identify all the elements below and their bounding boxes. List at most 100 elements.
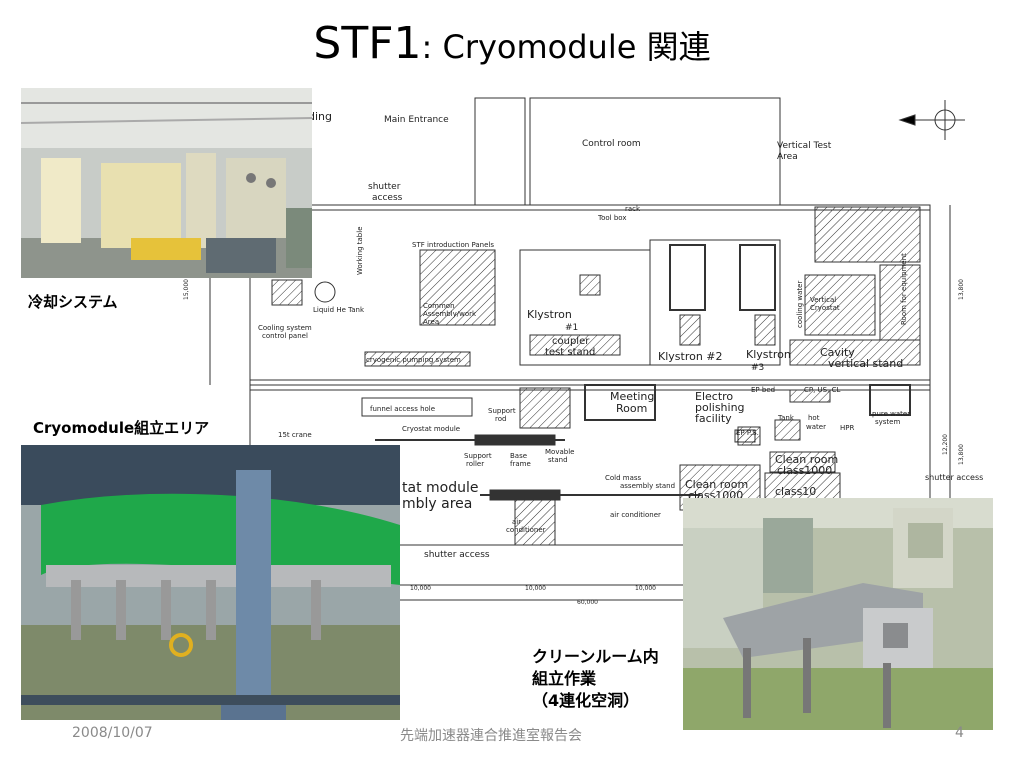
- caption-assembly-area: Cryomodule組立エリア: [33, 419, 210, 437]
- page-number: 4: [955, 725, 964, 741]
- caption-cleanroom-line-1: クリーンルーム内: [532, 647, 659, 666]
- label-cavity-1: Cavity: [820, 346, 855, 359]
- label-coupler-2: test stand: [545, 347, 595, 358]
- title-rest: : Cryomodule 関連: [421, 28, 711, 66]
- label-aircon-2: conditioner: [506, 526, 546, 534]
- label-hot-1: hot: [808, 414, 820, 422]
- label-area-2: mbly area: [402, 496, 472, 512]
- label-support-roller-1: Support: [464, 452, 492, 460]
- label-control-room: Control room: [582, 139, 641, 149]
- funnel-access-box: [361, 397, 473, 417]
- label-pure-water-2: system: [875, 418, 900, 426]
- label-vcryostat-2: Cryostat: [810, 304, 840, 312]
- label-area-1: tat module: [402, 480, 478, 496]
- label-vertical-test-1: Vertical Test: [777, 141, 832, 151]
- label-cooling-water: cooling water: [796, 281, 804, 328]
- label-cooling-control-2: control panel: [262, 332, 308, 340]
- label-coupler-1: coupler: [552, 336, 590, 347]
- label-stf-panels: STF introduction Panels: [412, 241, 494, 249]
- label-dim-right-1: 13,800: [958, 279, 965, 300]
- label-main-entrance: Main Entrance: [384, 115, 449, 125]
- floor-plan-drawing: ding Main Entrance Control room Vertical…: [183, 97, 983, 606]
- label-class10: class10: [775, 485, 816, 498]
- label-tank: Tank: [777, 414, 795, 422]
- label-dim-a: 10,000: [410, 585, 431, 592]
- caption-cooling: 冷却システム: [28, 293, 118, 311]
- label-shutter-bottom: shutter access: [424, 550, 490, 560]
- label-clean-small-1: Clean room: [775, 453, 838, 466]
- label-support-rod-2: rod: [495, 415, 506, 423]
- label-shutter-top-1: shutter: [368, 182, 401, 192]
- label-aircon-1: air: [512, 518, 521, 526]
- label-movable-1: Movable: [545, 448, 574, 456]
- label-cavity-2: vertical stand: [828, 357, 903, 370]
- label-vcryostat-1: Vertical: [810, 296, 836, 304]
- label-cryostat-module: Cryostat module: [402, 425, 460, 433]
- label-cold-mass-1: Cold mass: [605, 474, 642, 482]
- label-common-2: Assembly/work: [423, 310, 477, 318]
- caption-cleanroom: クリーンルーム内 組立作業 （4連化空洞）: [532, 646, 659, 712]
- label-meeting-2: Room: [616, 402, 647, 415]
- label-hot-2: water: [806, 423, 826, 431]
- label-shutter-right: shutter access: [925, 473, 983, 482]
- common-assembly-hatch: [419, 249, 496, 326]
- footer-center: 先端加速器連合推進室報告会: [400, 728, 582, 744]
- footer-date: 2008/10/07: [72, 725, 153, 741]
- control-room-box: [529, 97, 781, 206]
- label-cryogenic-pumping: cryogenic pumping system: [366, 356, 461, 364]
- meeting-room-box: [584, 384, 656, 421]
- label-tool-box: Tool box: [597, 214, 626, 222]
- label-clean-large-1: Clean room: [685, 478, 748, 491]
- label-dim-c: 10,000: [635, 585, 656, 592]
- label-base-frame-1: Base: [510, 452, 527, 460]
- label-movable-2: stand: [548, 456, 568, 464]
- label-electro-2: polishing: [695, 401, 745, 414]
- label-dim-total: 60,000: [577, 599, 598, 606]
- label-common-3: Area: [423, 318, 439, 326]
- label-electro-1: Electro: [695, 390, 733, 403]
- liquid-he-tank-circle: [314, 281, 336, 303]
- title-main: STF1: [313, 18, 422, 69]
- label-klystron-3: Klystron: [746, 348, 791, 361]
- label-liquid-he: Liquid He Tank: [313, 306, 365, 314]
- label-shutter-top-2: access: [372, 193, 403, 203]
- caption-cleanroom-line-2: 組立作業: [532, 669, 597, 688]
- label-ep-ps: EP P.S.: [736, 429, 759, 437]
- slide-title: STF1: Cryomodule 関連: [0, 16, 1024, 75]
- label-cp-us-cl: CP, US, CL: [804, 386, 840, 394]
- caption-cleanroom-line-3: （4連化空洞）: [532, 691, 640, 710]
- label-dim-right-2: 12,200: [942, 434, 949, 455]
- label-cooling-control-1: Cooling system: [258, 324, 312, 332]
- label-building: ding: [308, 110, 332, 123]
- label-cold-mass-2: assembly stand: [620, 482, 675, 490]
- label-pure-water-1: pure water: [872, 410, 910, 418]
- label-dim-b: 10,000: [525, 585, 546, 592]
- cooling-system-photo: [21, 88, 312, 278]
- label-funnel: funnel access hole: [370, 405, 435, 413]
- label-crane: 15t crane: [278, 431, 312, 439]
- label-ep-bed: EP bed: [751, 386, 775, 394]
- label-klystron-1-num: #1: [565, 323, 578, 333]
- label-vertical-test-2: Area: [777, 152, 798, 162]
- label-rack: rack: [625, 205, 641, 213]
- label-aircon-right: air conditioner: [610, 511, 661, 519]
- label-dim-left: 15,000: [183, 279, 190, 300]
- label-base-frame-2: frame: [510, 460, 531, 468]
- label-klystron-3-num: #3: [751, 363, 764, 373]
- label-support-rod-1: Support: [488, 407, 516, 415]
- cryomodule-assembly-photo: [21, 445, 400, 720]
- label-working-table: Working table: [356, 226, 364, 275]
- label-room-equipment: Room for equipment: [900, 253, 908, 325]
- vertical-test-hatch: [814, 206, 921, 263]
- clean-room-photo: [683, 498, 993, 730]
- label-klystron-1: Klystron: [527, 308, 572, 321]
- label-electro-3: facility: [695, 412, 732, 425]
- label-meeting-1: Meeting: [610, 390, 654, 403]
- label-hpr: HPR: [840, 424, 854, 432]
- main-entrance-box: [474, 97, 526, 206]
- label-support-roller-2: roller: [466, 460, 484, 468]
- label-klystron-2: Klystron #2: [658, 350, 723, 363]
- label-common-1: Common: [423, 302, 455, 310]
- label-clean-small-2: class1000: [777, 464, 832, 477]
- label-dim-right-3: 13,800: [958, 444, 965, 465]
